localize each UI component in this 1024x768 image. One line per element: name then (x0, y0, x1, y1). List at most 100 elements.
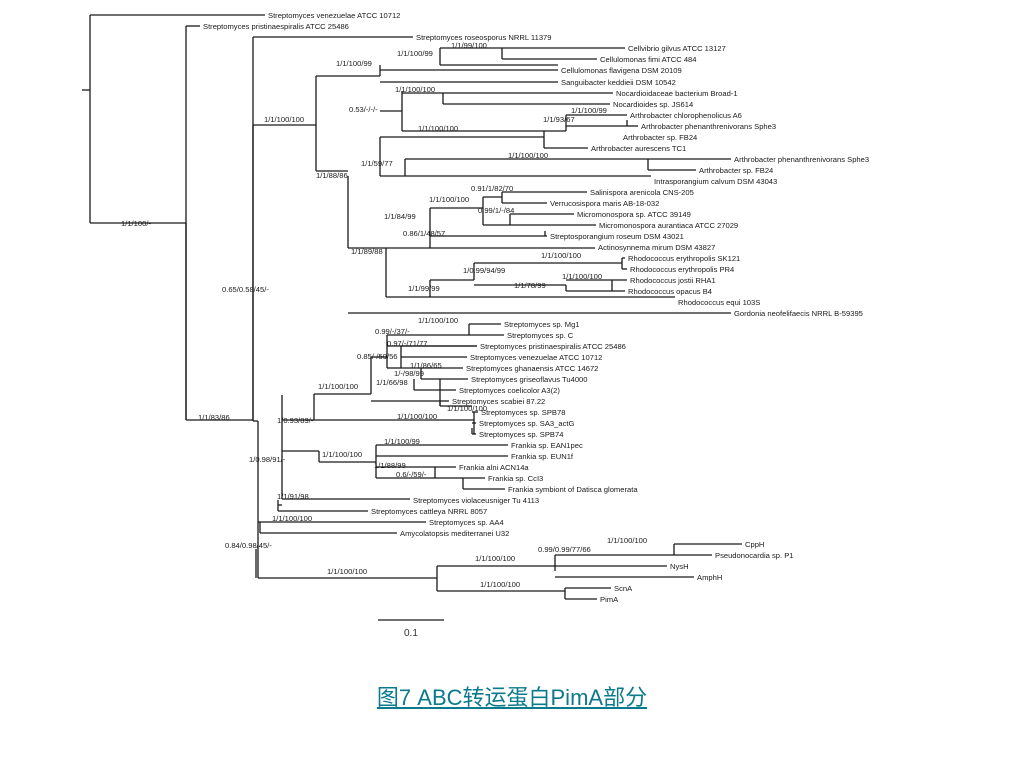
support-value: 1/1/100/100 (322, 450, 362, 459)
taxon-label: Arthrobacter aurescens TC1 (591, 144, 686, 153)
taxon-label: AmphH (697, 573, 722, 582)
taxon-label: Actinosynnema mirum DSM 43827 (598, 243, 715, 252)
taxon-label: Rhodococcus jostii RHA1 (630, 276, 716, 285)
support-value: 1/1/78/99 (514, 281, 546, 290)
support-value: 1/1/100/100 (429, 195, 469, 204)
support-value: 0.53/-/-/- (349, 105, 378, 114)
taxon-label: Streptomyces scabiei 87.22 (452, 397, 545, 406)
support-value: 0.85/-/59/56 (357, 352, 398, 361)
support-value: 0.65/0.58/45/- (222, 285, 269, 294)
support-value: 0.86/1/48/57 (403, 229, 445, 238)
support-value: 1/1/100/100 (418, 124, 458, 133)
support-value: 1/1/100/- (121, 219, 151, 228)
taxon-label: Streptomyces sp. AA4 (429, 518, 504, 527)
taxon-label: Rhodococcus erythropolis PR4 (630, 265, 734, 274)
taxon-label: Streptomyces sp. C (507, 331, 574, 340)
taxon-label: Pseudonocardia sp. P1 (715, 551, 794, 560)
support-value: 1/1/88/86 (316, 171, 348, 180)
taxon-label: Streptomyces sp. Mg1 (504, 320, 580, 329)
taxon-label: Cellulomonas flavigena DSM 20109 (561, 66, 682, 75)
support-value: 1/1/100/99 (571, 106, 607, 115)
support-value: 1/1/100/100 (327, 567, 367, 576)
support-value: 1/1/100/99 (384, 437, 420, 446)
taxon-label: Streptomyces coelicolor A3(2) (459, 386, 560, 395)
taxon-label: Gordonia neofelifaecis NRRL B-59395 (734, 309, 863, 318)
taxon-label: Streptomyces violaceusniger Tu 4113 (413, 496, 539, 505)
support-value: 0.6/-/59/- (396, 470, 427, 479)
scale-bar-label: 0.1 (404, 628, 418, 639)
support-value: 0.97/-/71/77 (387, 339, 428, 348)
support-value: 0.99/0.99/77/66 (538, 545, 591, 554)
support-value: 1/1/100/100 (480, 580, 520, 589)
taxon-label: ScnA (614, 584, 633, 593)
taxon-label: Frankia sp. EAN1pec (511, 441, 583, 450)
support-value: 1/1/100/100 (272, 514, 312, 523)
support-value: 1/1/100/100 (508, 151, 548, 160)
support-value: 1/0.93/89/- (277, 416, 314, 425)
taxon-label: Frankia symbiont of Datisca glomerata (508, 485, 638, 494)
support-value: 1/1/100/99 (397, 49, 433, 58)
taxon-label: Rhodococcus erythropolis SK121 (628, 254, 740, 263)
taxon-label: Arthrobacter phenanthrenivorans Sphe3 (734, 155, 869, 164)
taxon-label: Streptomyces pristinaespiralis ATCC 2548… (480, 342, 626, 351)
taxon-label: Streptomyces venezuelae ATCC 10712 (470, 353, 602, 362)
support-value: 1/1/99/99 (408, 284, 440, 293)
taxon-label: Streptomyces griseoflavus Tu4000 (471, 375, 588, 384)
support-value: 1/1/99/100 (451, 41, 487, 50)
taxon-label: Arthrobacter phenanthrenivorans Sphe3 (641, 122, 776, 131)
support-value: 0.91/1/82/70 (471, 184, 513, 193)
support-value: 0.84/0.98/45/- (225, 541, 272, 550)
support-value: 1/1/59/77 (361, 159, 393, 168)
support-value: 1/1/93/67 (543, 115, 575, 124)
support-value: 1/1/66/98 (376, 378, 408, 387)
taxon-label: Streptomyces sp. SPB74 (479, 430, 563, 439)
support-value: 1/1/88/99 (374, 461, 406, 470)
taxon-label: CppH (745, 540, 764, 549)
taxon-label: Sanguibacter keddieii DSM 10542 (561, 78, 676, 87)
taxon-label: Streptomyces sp. SPB78 (481, 408, 565, 417)
taxon-label: Nocardioides sp. JS614 (613, 100, 693, 109)
taxon-label: Arthrobacter chlorophenolicus A6 (630, 111, 742, 120)
support-value: 0.99/-/37/- (375, 327, 410, 336)
taxon-label: Arthrobacter sp. FB24 (699, 166, 773, 175)
taxon-label: Frankia sp. CcI3 (488, 474, 543, 483)
taxon-label: Streptosporangium roseum DSM 43021 (550, 232, 684, 241)
taxon-label: Cellulomonas fimi ATCC 484 (600, 55, 697, 64)
taxon-label: Streptomyces roseosporus NRRL 11379 (416, 33, 552, 42)
taxon-label: Micromonospora aurantiaca ATCC 27029 (599, 221, 738, 230)
support-value: 1/1/86/65 (410, 361, 442, 370)
taxon-label: Amycolatopsis mediterranei U32 (400, 529, 509, 538)
taxon-label: Streptomyces sp. SA3_actG (479, 419, 574, 428)
support-value: 1/0.98/91/- (249, 455, 286, 464)
taxon-label: NysH (670, 562, 689, 571)
support-value: 1/1/100/100 (447, 404, 487, 413)
taxon-label: Micromonospora sp. ATCC 39149 (577, 210, 691, 219)
taxon-label: PimA (600, 595, 619, 604)
support-value: 1/1/100/100 (418, 316, 458, 325)
taxon-label: Salinispora arenicola CNS-205 (590, 188, 694, 197)
support-value: 1/1/84/99 (384, 212, 416, 221)
support-value: 1/1/83/86 (198, 413, 230, 422)
taxon-label: Arthrobacter sp. FB24 (623, 133, 697, 142)
support-value: 1/1/100/100 (541, 251, 581, 260)
support-value: 1/1/100/100 (607, 536, 647, 545)
support-value: 0.99/1/-/84 (478, 206, 514, 215)
taxon-label: Verrucosispora maris AB-18-032 (550, 199, 659, 208)
taxon-label: Cellvibrio gilvus ATCC 13127 (628, 44, 726, 53)
support-value: 1/0.99/94/99 (463, 266, 505, 275)
figure-caption: 图7 ABC转运蛋白PimA部分 (376, 685, 648, 710)
taxon-label: Rhodococcus equi 103S (678, 298, 760, 307)
support-value: 1/-/98/99 (394, 369, 424, 378)
taxon-label: Frankia sp. EUN1f (511, 452, 574, 461)
taxon-label: Streptomyces pristinaespiralis ATCC 2548… (203, 22, 349, 31)
support-value: 1/1/91/98 (277, 492, 309, 501)
support-value: 1/1/100/100 (318, 382, 358, 391)
taxon-label: Frankia alni ACN14a (459, 463, 529, 472)
taxon-label: Streptomyces cattleya NRRL 8057 (371, 507, 487, 516)
support-value: 1/1/100/100 (264, 115, 304, 124)
taxon-label: Intrasporangium calvum DSM 43043 (654, 177, 777, 186)
taxon-label: Streptomyces ghanaensis ATCC 14672 (466, 364, 598, 373)
taxon-label: Rhodococcus opacus B4 (628, 287, 712, 296)
taxon-label: Nocardioidaceae bacterium Broad-1 (616, 89, 738, 98)
